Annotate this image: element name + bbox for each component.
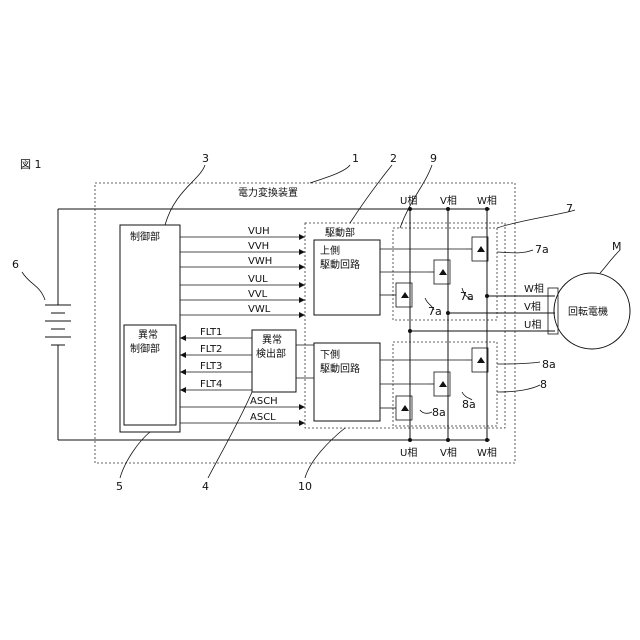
ref-8: 8 (540, 378, 547, 391)
battery-icon (45, 209, 71, 440)
control-unit-label: 制御部 (130, 230, 160, 243)
signal-vvl: VVL (248, 289, 268, 300)
u-phase-top-label: U相 (400, 194, 417, 207)
v-phase-bottom-label: V相 (440, 446, 457, 459)
ref-1: 1 (352, 152, 359, 165)
asc-signal-lines (180, 404, 305, 426)
abnormal-detect-label-2: 検出部 (256, 347, 286, 360)
signal-vuh: VUH (248, 226, 270, 237)
ref-5: 5 (116, 480, 123, 493)
w-phase-bottom-label: W相 (477, 446, 497, 459)
lower-drive-label-1: 下側 (320, 348, 340, 361)
lower-switch-v-icon (380, 372, 450, 396)
upper-switch-w-icon (380, 237, 488, 261)
signal-asch: ASCH (250, 396, 278, 407)
lower-drive-label-2: 駆動回路 (320, 362, 360, 375)
signal-flt1: FLT1 (200, 327, 222, 338)
upper-drive-label-1: 上側 (320, 244, 340, 257)
upper-drive-label-2: 駆動回路 (320, 258, 360, 271)
ref-9: 9 (430, 152, 437, 165)
v-phase-top-label: V相 (440, 194, 457, 207)
abnormal-control-label-2: 制御部 (130, 342, 160, 355)
ref-7: 7 (566, 202, 573, 215)
u-phase-output-label: U相 (524, 318, 541, 331)
signal-flt2: FLT2 (200, 344, 222, 355)
phase-vertical-lines (408, 207, 489, 442)
ref-3: 3 (202, 152, 209, 165)
gate-signal-lines (180, 234, 305, 318)
signal-vwl: VWL (248, 304, 271, 315)
ref-10: 10 (298, 480, 312, 493)
u-phase-bottom-label: U相 (400, 446, 417, 459)
drive-label: 駆動部 (325, 226, 355, 239)
figure-label: 図 1 (20, 158, 42, 171)
upper-switch-u-icon (380, 283, 412, 307)
upper-switch-v-icon (380, 260, 450, 284)
signal-flt4: FLT4 (200, 379, 222, 390)
lower-switch-w-icon (380, 348, 488, 372)
ref-7a-w: 7a (535, 243, 549, 256)
converter-label: 電力変換装置 (238, 186, 298, 199)
ref-8a-v: 8a (462, 398, 476, 411)
w-phase-top-label: W相 (477, 194, 497, 207)
abnormal-detect-label-1: 異常 (262, 333, 282, 346)
ref-m: M (612, 240, 622, 253)
lower-switch-u-icon (380, 396, 412, 420)
ref-7a-u: 7a (428, 305, 442, 318)
signal-ascl: ASCL (250, 412, 276, 423)
ref-8a-u: 8a (432, 406, 446, 419)
abnormal-control-label-1: 異常 (138, 328, 158, 341)
ref-7a-v: 7a (460, 290, 474, 303)
ref-4: 4 (202, 480, 209, 493)
signal-vul: VUL (248, 274, 268, 285)
motor-label: 回転電機 (568, 305, 608, 318)
ref-8a-w: 8a (542, 358, 556, 371)
signal-vwh: VWH (248, 256, 272, 267)
ref-2: 2 (390, 152, 397, 165)
v-phase-output-label: V相 (524, 300, 541, 313)
ref-6: 6 (12, 258, 19, 271)
signal-flt3: FLT3 (200, 361, 222, 372)
w-phase-output-label: W相 (524, 282, 544, 295)
signal-vvh: VVH (248, 241, 269, 252)
